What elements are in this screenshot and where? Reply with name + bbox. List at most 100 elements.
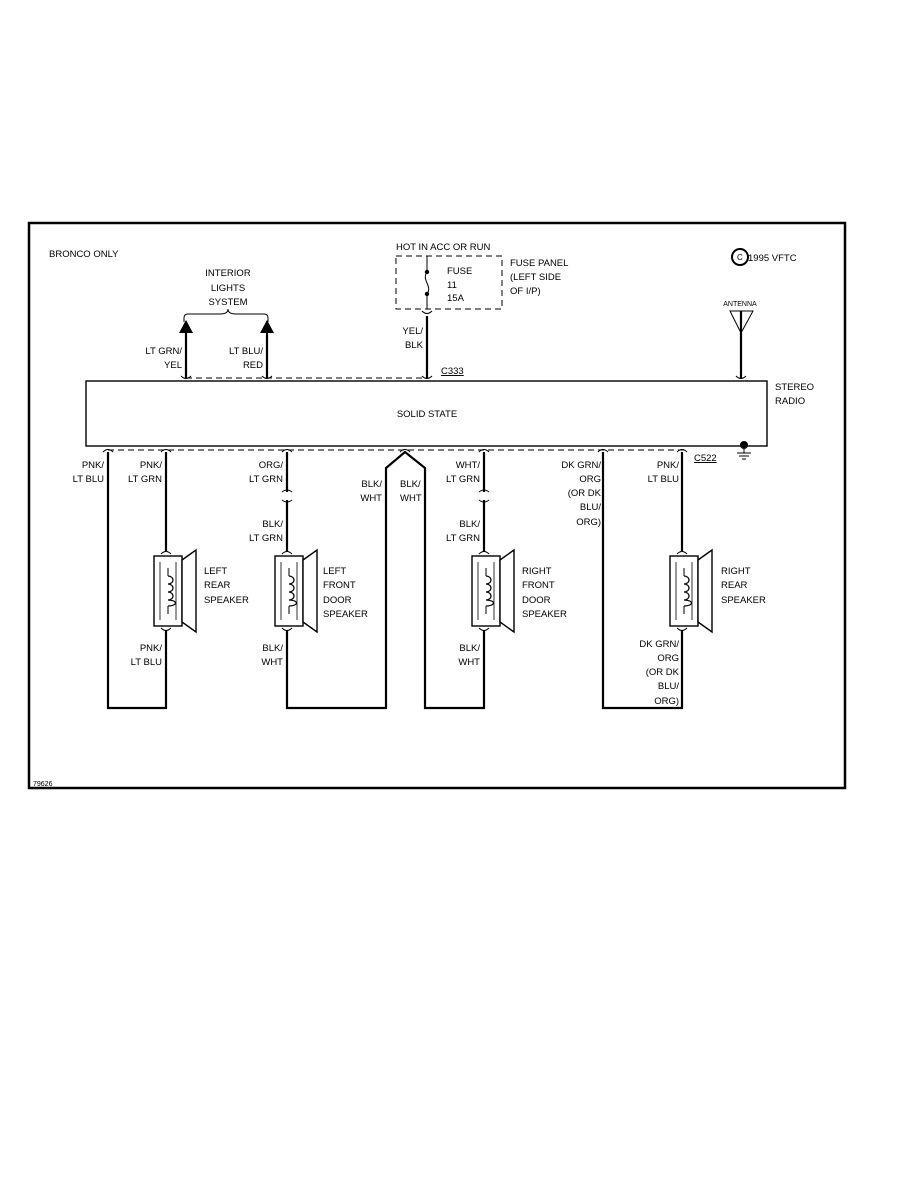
wire-label-w4: BLK/ WHT [360, 479, 382, 504]
svg-text:BLK/: BLK/ [459, 519, 480, 530]
svg-text:FUSE: FUSE [447, 266, 472, 277]
svg-text:WHT: WHT [458, 657, 480, 668]
svg-text:REAR: REAR [204, 580, 231, 591]
svg-text:RIGHT: RIGHT [721, 566, 751, 577]
svg-text:BLK/: BLK/ [361, 479, 382, 490]
svg-text:ORG/: ORG/ [259, 460, 284, 471]
fuse-label: FUSE 11 15A [447, 266, 472, 304]
svg-text:YEL: YEL [164, 360, 182, 371]
svg-text:FRONT: FRONT [522, 580, 555, 591]
svg-text:RED: RED [243, 360, 263, 371]
stereo-radio-label: STEREO RADIO [775, 382, 814, 407]
svg-text:LIGHTS: LIGHTS [211, 283, 245, 294]
svg-text:LEFT: LEFT [204, 566, 227, 577]
svg-text:BLK/: BLK/ [262, 519, 283, 530]
interior-lights-label: INTERIOR LIGHTS SYSTEM [205, 268, 251, 308]
svg-text:WHT: WHT [261, 657, 283, 668]
svg-text:FUSE PANEL: FUSE PANEL [510, 258, 568, 269]
svg-text:SYSTEM: SYSTEM [208, 297, 247, 308]
svg-text:LT BLU: LT BLU [73, 474, 104, 485]
svg-text:STEREO: STEREO [775, 382, 814, 393]
right-front-door-speaker-icon [471, 549, 515, 633]
antenna-label: ANTENNA [723, 301, 757, 308]
svg-text:WHT: WHT [400, 493, 422, 504]
svg-text:YEL/: YEL/ [402, 326, 423, 337]
radio-body-label: SOLID STATE [397, 409, 457, 420]
svg-text:BLK/: BLK/ [262, 643, 283, 654]
svg-text:LT GRN: LT GRN [446, 533, 480, 544]
svg-text:DOOR: DOOR [522, 595, 551, 606]
svg-text:RIGHT: RIGHT [522, 566, 552, 577]
svg-text:LT BLU/: LT BLU/ [229, 346, 263, 357]
svg-text:WHT/: WHT/ [456, 460, 481, 471]
wire-label-w3b: BLK/ LT GRN [249, 519, 283, 544]
fuse-panel-box [395, 255, 503, 310]
left-rear-speaker-icon [153, 549, 197, 633]
wire-label-w3: ORG/ LT GRN [249, 460, 283, 485]
svg-text:BLK: BLK [405, 340, 424, 351]
antenna-icon [729, 310, 754, 378]
wire-label-w2: PNK/ LT GRN [128, 460, 162, 485]
wire-label-w8: PNK/ LT BLU [648, 460, 680, 485]
right-rear-speaker-icon [669, 549, 713, 633]
left-front-door-speaker-icon [274, 549, 318, 633]
svg-text:WHT: WHT [360, 493, 382, 504]
svg-text:SPEAKER: SPEAKER [721, 595, 766, 606]
right-front-door-speaker-label: RIGHT FRONT DOOR SPEAKER [522, 566, 567, 620]
svg-text:1995 VFTC: 1995 VFTC [748, 253, 797, 264]
svg-text:(OR DK: (OR DK [568, 488, 602, 499]
arrow-up-icon [179, 320, 193, 333]
wire-label-lr-lower: PNK/ LT BLU [131, 643, 163, 668]
svg-text:LT GRN: LT GRN [128, 474, 162, 485]
left-front-door-speaker-label: LEFT FRONT DOOR SPEAKER [323, 566, 368, 620]
svg-text:LT GRN: LT GRN [446, 474, 480, 485]
model-note: BRONCO ONLY [49, 249, 119, 260]
svg-text:BLK/: BLK/ [400, 479, 421, 490]
svg-text:DK GRN/: DK GRN/ [561, 460, 601, 471]
wire-label-w5: BLK/ WHT [400, 479, 422, 504]
right-rear-speaker-label: RIGHT REAR SPEAKER [721, 566, 766, 606]
svg-text:SPEAKER: SPEAKER [323, 609, 368, 620]
svg-text:LT GRN: LT GRN [249, 474, 283, 485]
svg-text:PNK/: PNK/ [657, 460, 680, 471]
svg-text:SPEAKER: SPEAKER [522, 609, 567, 620]
svg-text:15A: 15A [447, 293, 465, 304]
svg-text:ORG): ORG) [576, 517, 601, 528]
svg-text:LT GRN: LT GRN [249, 533, 283, 544]
svg-text:LT BLU: LT BLU [648, 474, 679, 485]
svg-text:FRONT: FRONT [323, 580, 356, 591]
wire-label-w1: PNK/ LT BLU [73, 460, 105, 485]
wire-label-lt-grn-yel: LT GRN/ YEL [145, 346, 182, 371]
wire-label-rr-lower: DK GRN/ ORG (OR DK BLU/ ORG) [639, 639, 679, 707]
wire-label-rf-lower: BLK/ WHT [458, 643, 480, 668]
svg-text:LT BLU: LT BLU [131, 657, 162, 668]
figure-number: 79626 [33, 781, 53, 788]
svg-text:11: 11 [447, 280, 457, 291]
svg-text:OF I/P): OF I/P) [510, 286, 541, 297]
svg-text:LT GRN/: LT GRN/ [145, 346, 182, 357]
left-rear-speaker-label: LEFT REAR SPEAKER [204, 566, 249, 606]
svg-text:REAR: REAR [721, 580, 748, 591]
copyright-icon [731, 248, 749, 266]
svg-text:C: C [737, 253, 743, 262]
svg-text:PNK/: PNK/ [140, 643, 163, 654]
arrow-up-icon [260, 320, 274, 333]
copyright-mark: C 1995 VFTC [731, 248, 797, 266]
svg-text:INTERIOR: INTERIOR [205, 268, 251, 279]
wire-label-lf-lower: BLK/ WHT [261, 643, 283, 668]
wire-label-lt-blu-red: LT BLU/ RED [229, 346, 263, 371]
power-source-label: HOT IN ACC OR RUN [396, 242, 490, 253]
svg-text:(LEFT SIDE: (LEFT SIDE [510, 272, 561, 283]
svg-text:ORG: ORG [657, 653, 679, 664]
svg-text:SPEAKER: SPEAKER [204, 595, 249, 606]
svg-text:BLU/: BLU/ [580, 502, 601, 513]
wire-label-w6b: BLK/ LT GRN [446, 519, 480, 544]
ground-icon [737, 441, 751, 460]
svg-text:PNK/: PNK/ [82, 460, 105, 471]
stereo-radio-body [85, 380, 768, 447]
svg-text:ORG): ORG) [654, 696, 679, 707]
svg-text:BLK/: BLK/ [459, 643, 480, 654]
svg-text:ORG: ORG [579, 474, 601, 485]
svg-text:LEFT: LEFT [323, 566, 346, 577]
